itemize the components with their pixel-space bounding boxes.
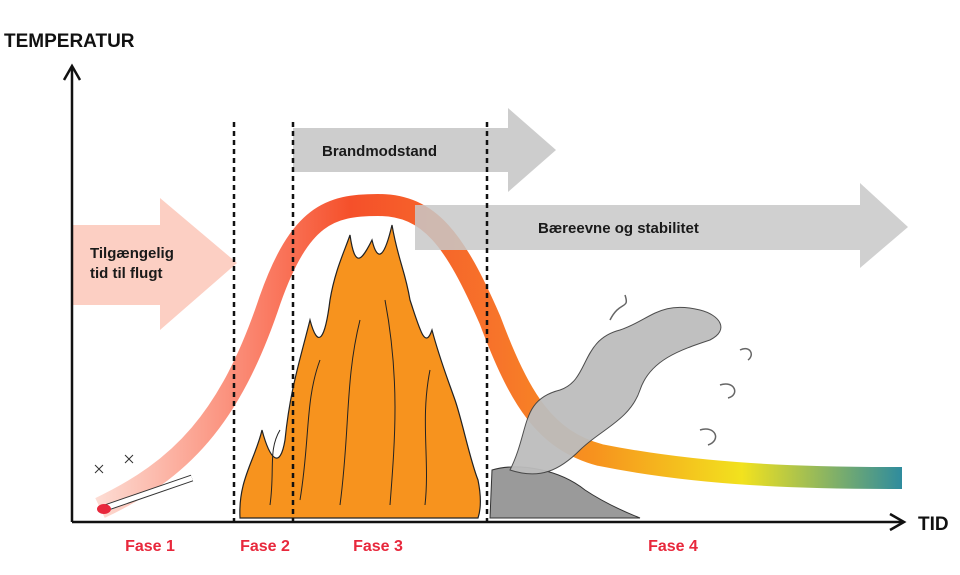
fire-resistance-arrow xyxy=(293,108,556,192)
phase-1-label: Fase 1 xyxy=(125,538,175,555)
phase-dividers xyxy=(232,122,489,522)
fire-resistance-label: Brandmodstand xyxy=(322,143,437,160)
phase-3-label: Fase 3 xyxy=(353,538,403,555)
x-axis-label: TID xyxy=(918,514,949,535)
flame-lines xyxy=(269,299,431,506)
phase-2-label: Fase 2 xyxy=(240,538,290,555)
x-axis-arrowhead xyxy=(889,512,907,532)
smoke-wisps xyxy=(609,294,752,446)
y-axis-label: TEMPERATUR xyxy=(4,31,135,52)
escape-time-arrow xyxy=(72,198,237,330)
axes xyxy=(62,63,907,532)
escape-time-label-line2: tid til flugt xyxy=(90,265,162,282)
match-icon xyxy=(94,454,194,514)
load-bearing-arrow xyxy=(415,183,908,268)
smoke-illustration xyxy=(509,306,722,475)
rubble-illustration xyxy=(489,466,641,519)
y-axis-arrowhead xyxy=(62,63,82,81)
escape-time-label-line1: Tilgængelig xyxy=(90,245,174,262)
fire-illustration xyxy=(239,224,481,519)
phase-4-label: Fase 4 xyxy=(648,538,698,555)
load-bearing-label: Bæreevne og stabilitet xyxy=(538,220,699,237)
